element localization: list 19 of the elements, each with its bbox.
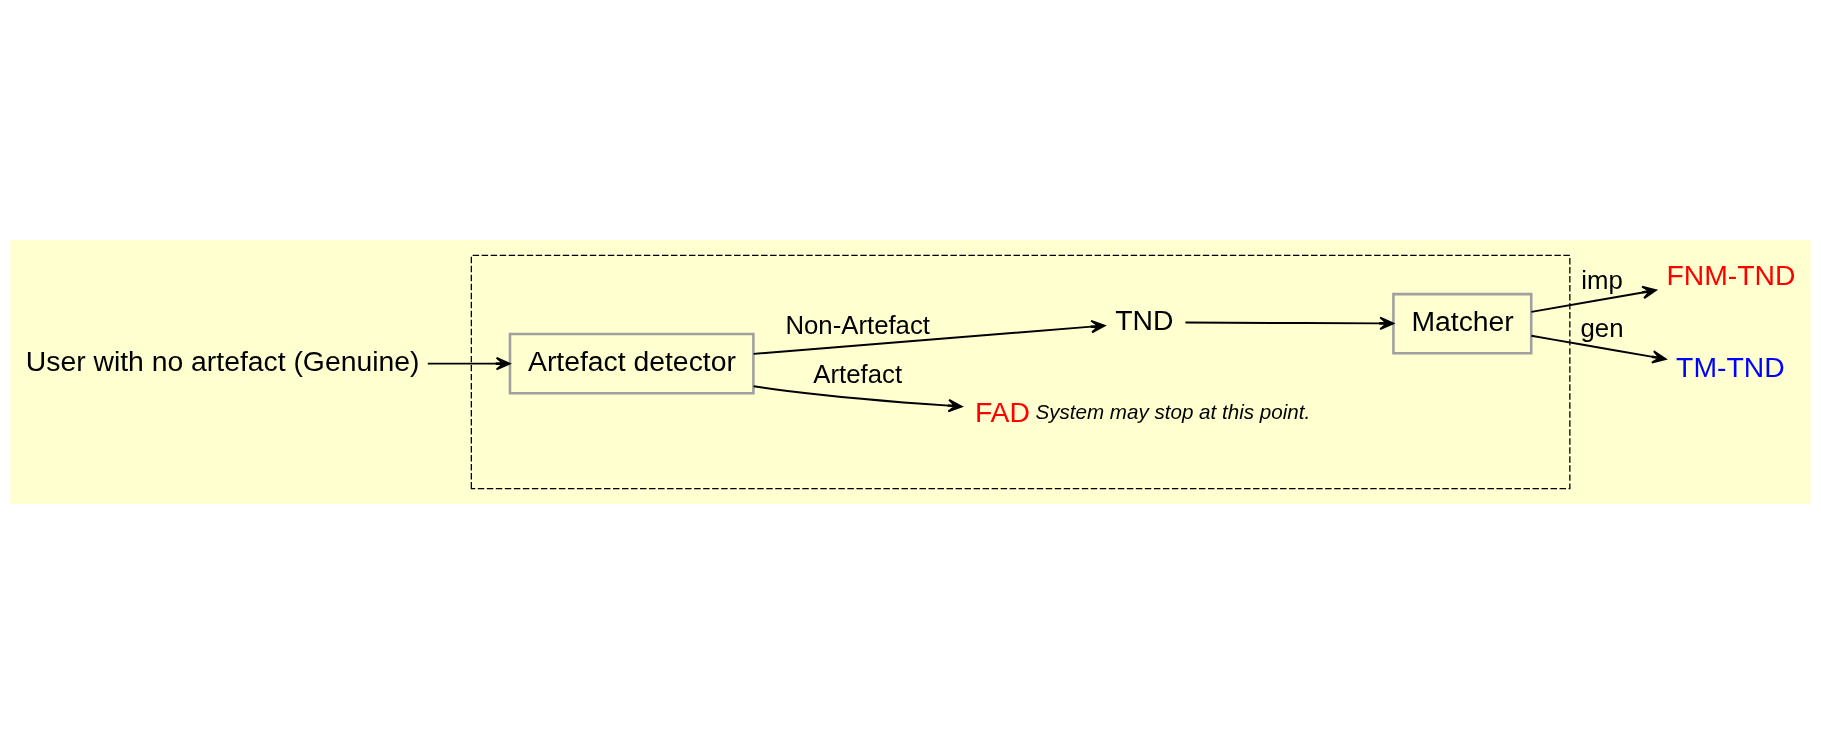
edge-label: imp bbox=[1581, 265, 1623, 294]
cluster bbox=[470, 254, 1571, 489]
node-box: Artefact detector bbox=[508, 332, 755, 395]
node-text: FNM-TND bbox=[1666, 258, 1796, 291]
node-label: System may stop at this point. bbox=[1035, 399, 1311, 423]
arrow bbox=[1184, 316, 1395, 330]
arrow bbox=[1530, 334, 1667, 364]
node-text: TND bbox=[1115, 303, 1174, 336]
arrow bbox=[1530, 285, 1657, 313]
node-box: Matcher bbox=[1392, 292, 1533, 355]
node-text: TM-TND bbox=[1676, 350, 1785, 383]
arrow bbox=[426, 356, 511, 370]
arrow bbox=[752, 319, 1106, 355]
node-text: FAD bbox=[974, 395, 1030, 428]
edge-label: Non-Artefact bbox=[785, 310, 930, 339]
edge-label: Artefact bbox=[813, 359, 903, 388]
arrow bbox=[752, 384, 963, 412]
edge-label: gen bbox=[1580, 313, 1624, 342]
node-text: User with no artefact (Genuine) bbox=[25, 344, 420, 377]
